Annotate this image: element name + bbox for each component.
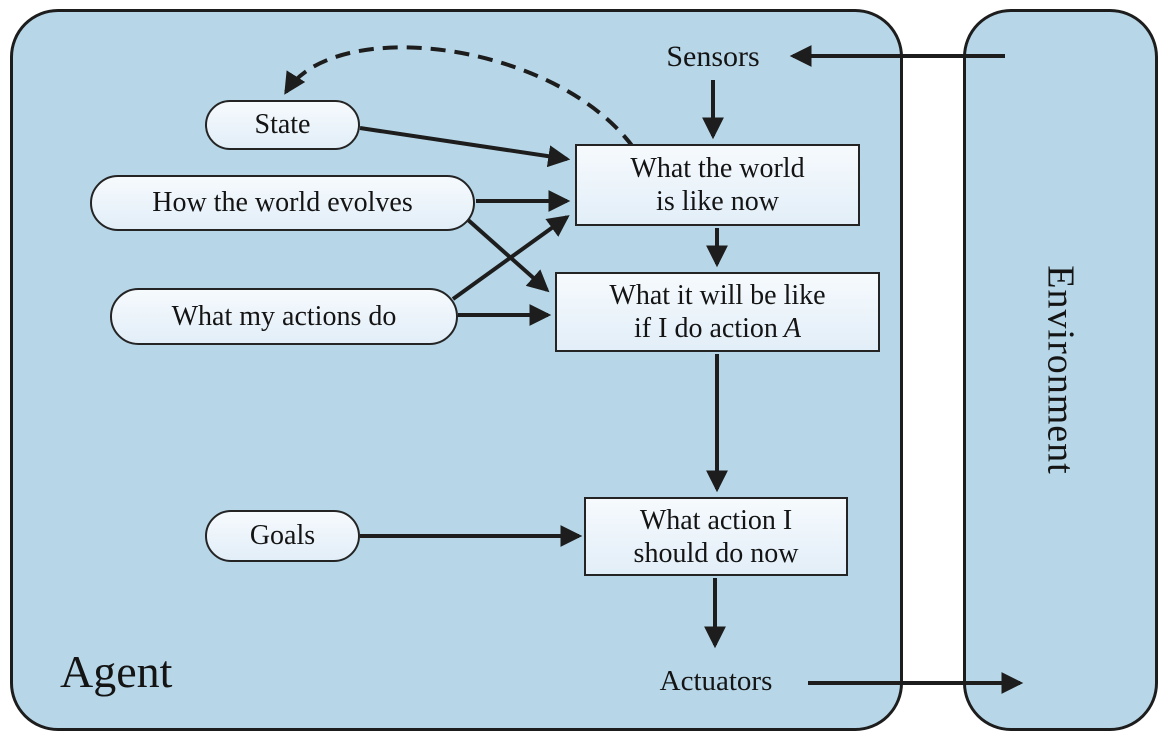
node-how-the-world-evolves-label: How the world evolves [152, 187, 413, 218]
box-world-if-line1: What it will be like [609, 280, 826, 311]
sensors-label: Sensors [666, 40, 760, 73]
box-what-the-world-is-like-now: What the world is like now [575, 144, 860, 226]
box-what-action-i-should-do-now: What action I should do now [584, 497, 848, 576]
actuators-label: Actuators [659, 665, 773, 697]
environment-container [963, 9, 1158, 731]
node-state: State [205, 100, 360, 150]
node-how-the-world-evolves: How the world evolves [90, 175, 475, 231]
box-world-if-action-variable: A [783, 313, 801, 344]
agent-label: Agent [60, 646, 173, 697]
box-action-now-line1: What action I [639, 504, 793, 536]
node-goals-label: Goals [249, 520, 316, 551]
node-goals: Goals [205, 510, 360, 562]
box-world-now-line2: is like now [656, 186, 779, 217]
agent-container [10, 9, 903, 731]
box-world-now-line1: What the world [630, 153, 805, 184]
box-action-now-line2: should do now [633, 537, 799, 569]
node-what-my-actions-do: What my actions do [110, 288, 458, 345]
box-world-if-line2-text: if I do action [634, 313, 778, 344]
environment-label: Environment [1039, 265, 1082, 475]
environment-label-wrap: Environment [963, 9, 1158, 731]
node-what-my-actions-do-label: What my actions do [171, 300, 397, 332]
node-state-label: State [254, 109, 311, 140]
